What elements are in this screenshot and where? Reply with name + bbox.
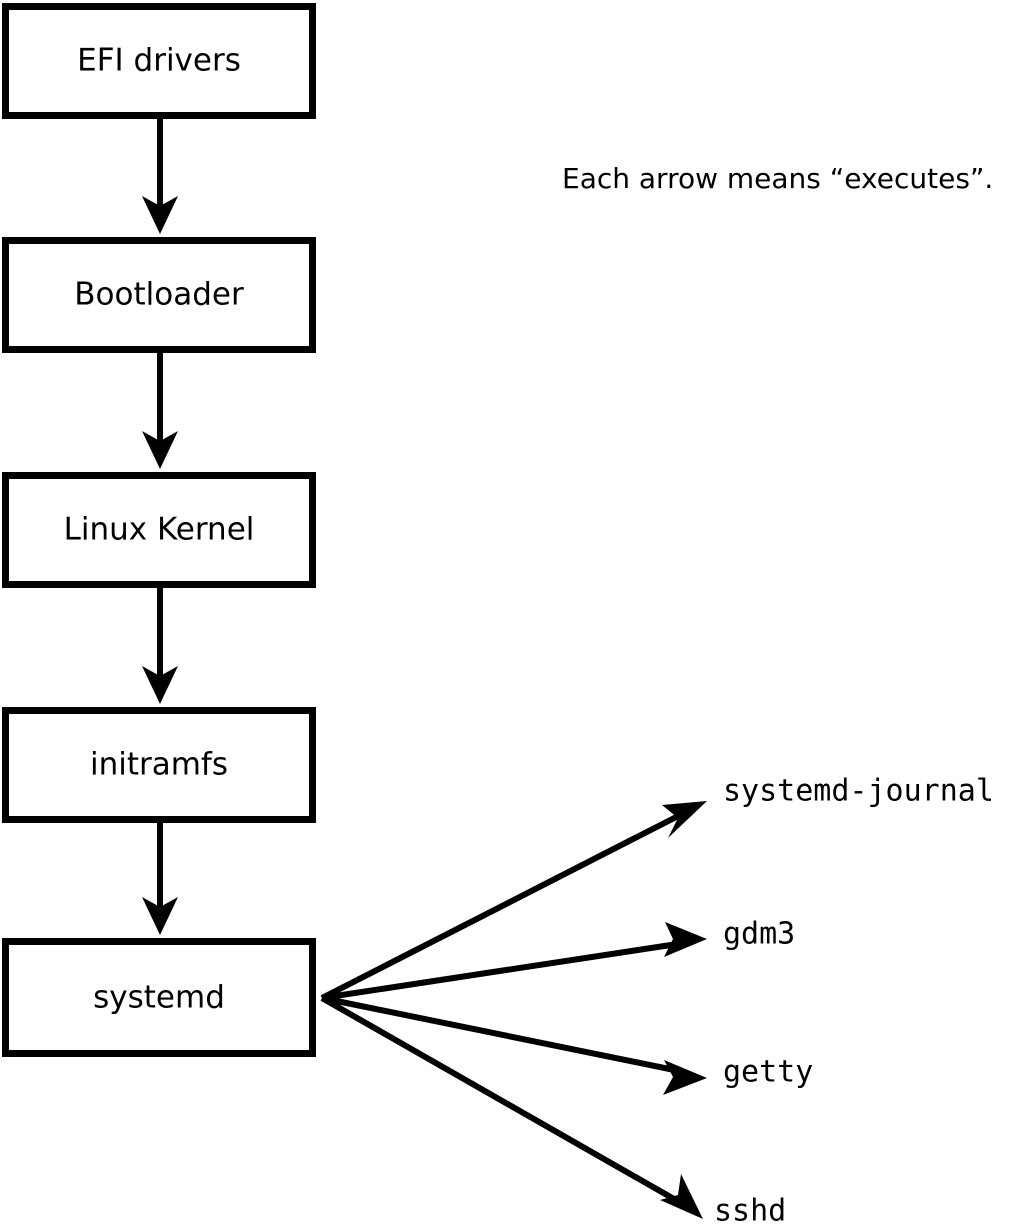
node-systemd[interactable]: systemd <box>2 938 316 1057</box>
node-label-efi-drivers: EFI drivers <box>77 43 241 79</box>
arrow-bootloader-to-kernel <box>142 352 178 469</box>
arrow-systemd-to-gdm3 <box>321 922 707 1001</box>
arrow-systemd-to-getty <box>321 995 707 1095</box>
node-label-linux-kernel: Linux Kernel <box>64 512 255 548</box>
process-label-getty: getty <box>723 1055 813 1090</box>
arrow-initramfs-to-systemd <box>142 822 178 935</box>
child-arrow-group <box>320 801 707 1219</box>
node-linux-kernel[interactable]: Linux Kernel <box>2 472 316 588</box>
legend-note: Each arrow means “executes”. <box>562 162 993 195</box>
node-initramfs[interactable]: initramfs <box>2 707 316 823</box>
arrow-systemd-to-systemd-journal <box>320 801 707 1001</box>
node-efi-drivers[interactable]: EFI drivers <box>2 3 316 119</box>
process-label-sshd: sshd <box>714 1194 786 1229</box>
chain-arrow-group <box>142 118 178 935</box>
node-label-systemd: systemd <box>93 980 225 1016</box>
node-label-initramfs: initramfs <box>90 747 228 783</box>
node-bootloader[interactable]: Bootloader <box>2 237 316 353</box>
arrow-kernel-to-initramfs <box>142 587 178 704</box>
systemd-children-group: systemd-journal gdm3 getty sshd <box>714 774 994 1229</box>
node-label-bootloader: Bootloader <box>74 277 244 313</box>
arrow-systemd-to-sshd <box>320 995 703 1219</box>
process-label-systemd-journal: systemd-journal <box>723 774 994 809</box>
arrow-efi-to-bootloader <box>142 118 178 234</box>
process-label-gdm3: gdm3 <box>723 917 795 952</box>
boot-chain-group: EFI drivers Bootloader Linux Kernel init… <box>2 3 316 1057</box>
